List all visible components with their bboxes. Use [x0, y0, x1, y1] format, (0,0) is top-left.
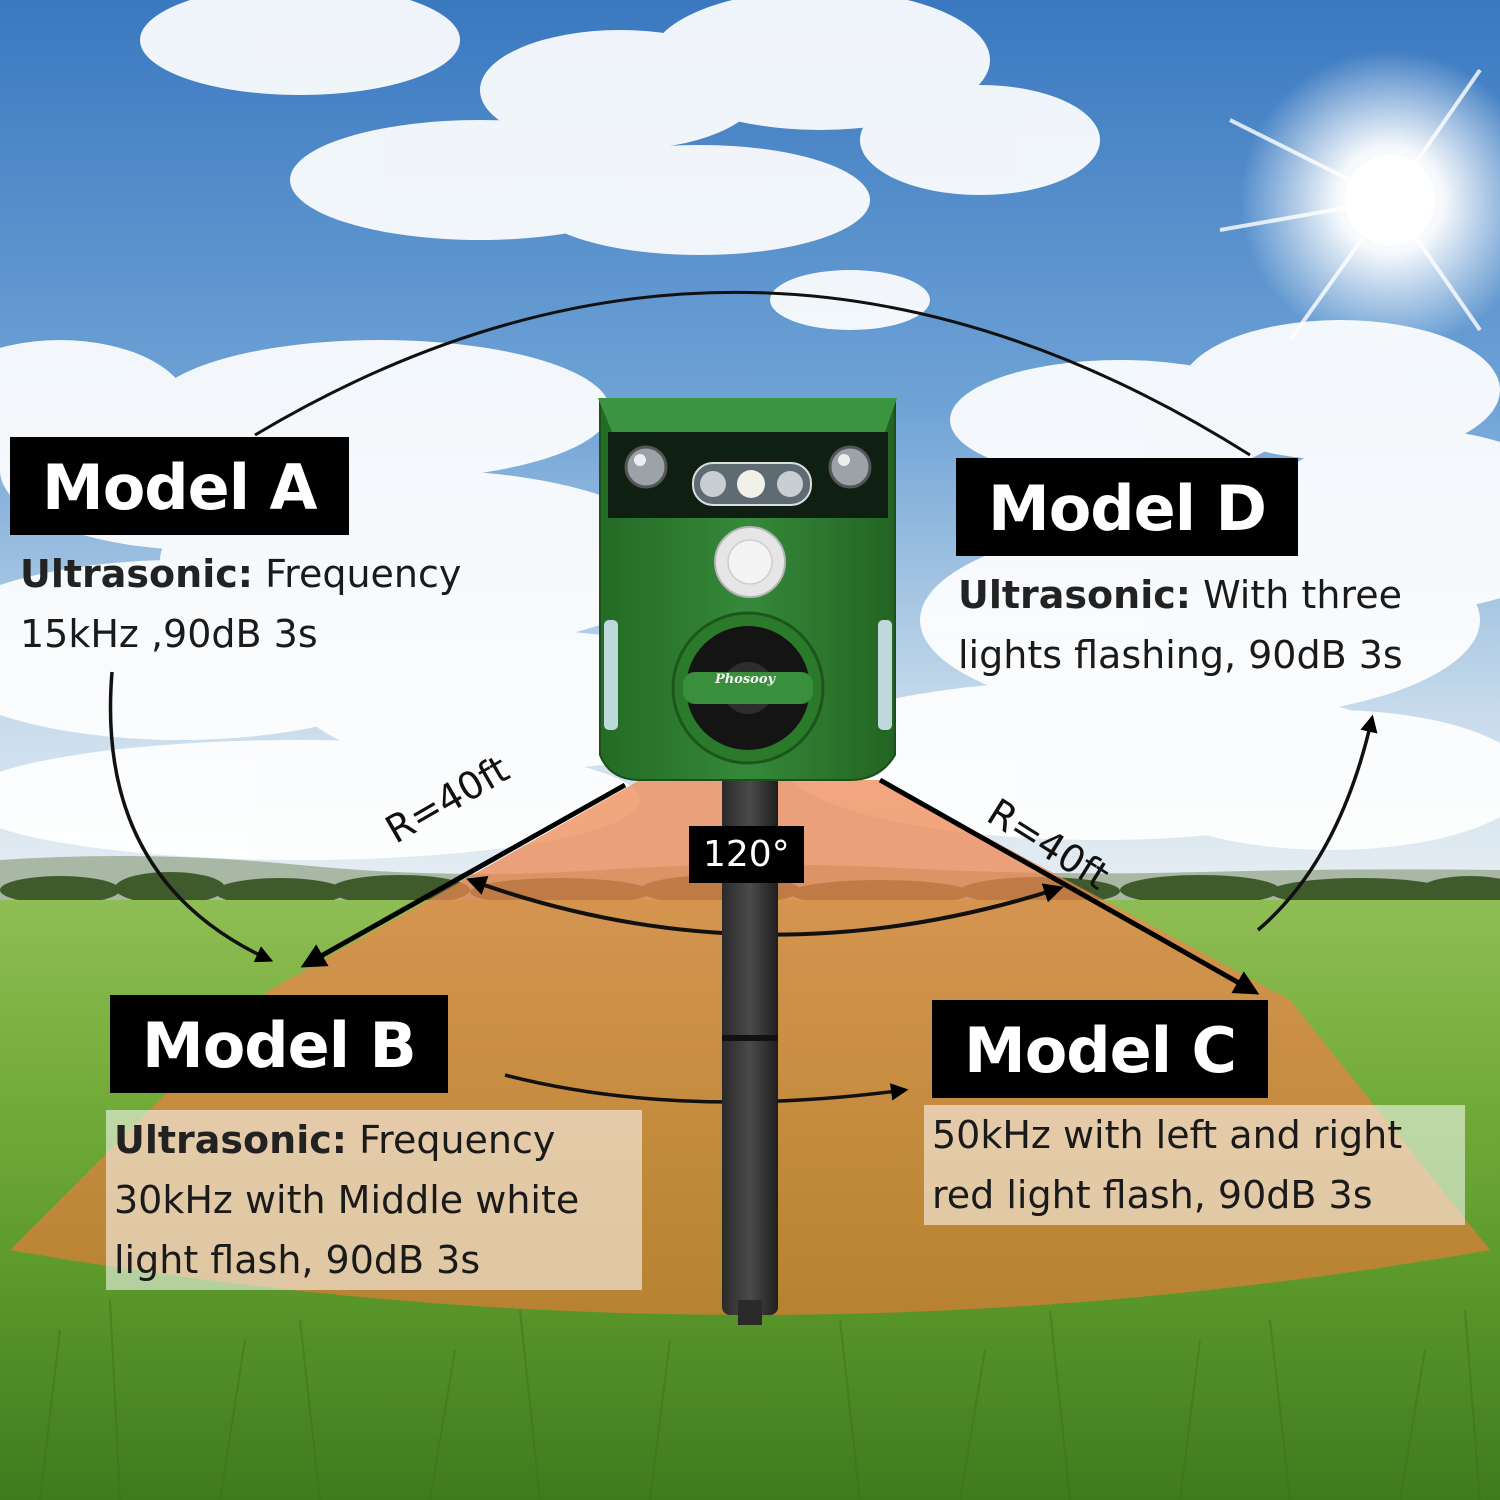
ground-stake: [722, 775, 778, 1325]
model-b-title: Model B: [110, 995, 448, 1093]
sun-icon: [1219, 50, 1500, 350]
brand-logo: Phosooy: [714, 672, 776, 687]
cycle-arc-a-to-b: [108, 671, 274, 963]
range-arrow-left: [300, 782, 627, 968]
led-light-icon: [692, 462, 812, 506]
cycle-arc-b-to-c: [504, 1073, 909, 1104]
cycle-arc-top: [254, 290, 1251, 457]
model-d-title: Model D: [956, 458, 1299, 556]
repeller-device: [598, 398, 897, 781]
model-d-description: Ultrasonic: With three lights flashing, …: [958, 565, 1458, 685]
model-c-title: Model C: [932, 1000, 1269, 1098]
range-arrow-right: [878, 777, 1260, 995]
model-a-label: Ultrasonic:: [20, 552, 253, 596]
model-a-description: Ultrasonic: Frequency 15kHz ,90dB 3s: [20, 544, 520, 664]
angle-badge: 120°: [689, 826, 804, 883]
model-a-text: Frequency 15kHz ,90dB 3s: [20, 552, 462, 656]
model-b-text: Frequency 30kHz with Middle white light …: [114, 1118, 580, 1282]
grass-texture: [39, 1299, 1481, 1500]
model-c-text: 50kHz with left and right red light flas…: [932, 1113, 1403, 1217]
model-d-text: With three lights flashing, 90dB 3s: [958, 573, 1403, 677]
model-a-title: Model A: [10, 437, 349, 535]
model-c-description: 50kHz with left and right red light flas…: [924, 1105, 1465, 1225]
model-d-label: Ultrasonic:: [958, 573, 1191, 617]
pir-sensor-icon: [624, 445, 872, 489]
speaker-icon: [671, 611, 825, 765]
model-b-label: Ultrasonic:: [114, 1118, 347, 1162]
cycle-arc-c-to-d: [1256, 714, 1378, 932]
model-b-description: Ultrasonic: Frequency 30kHz with Middle …: [106, 1110, 642, 1290]
